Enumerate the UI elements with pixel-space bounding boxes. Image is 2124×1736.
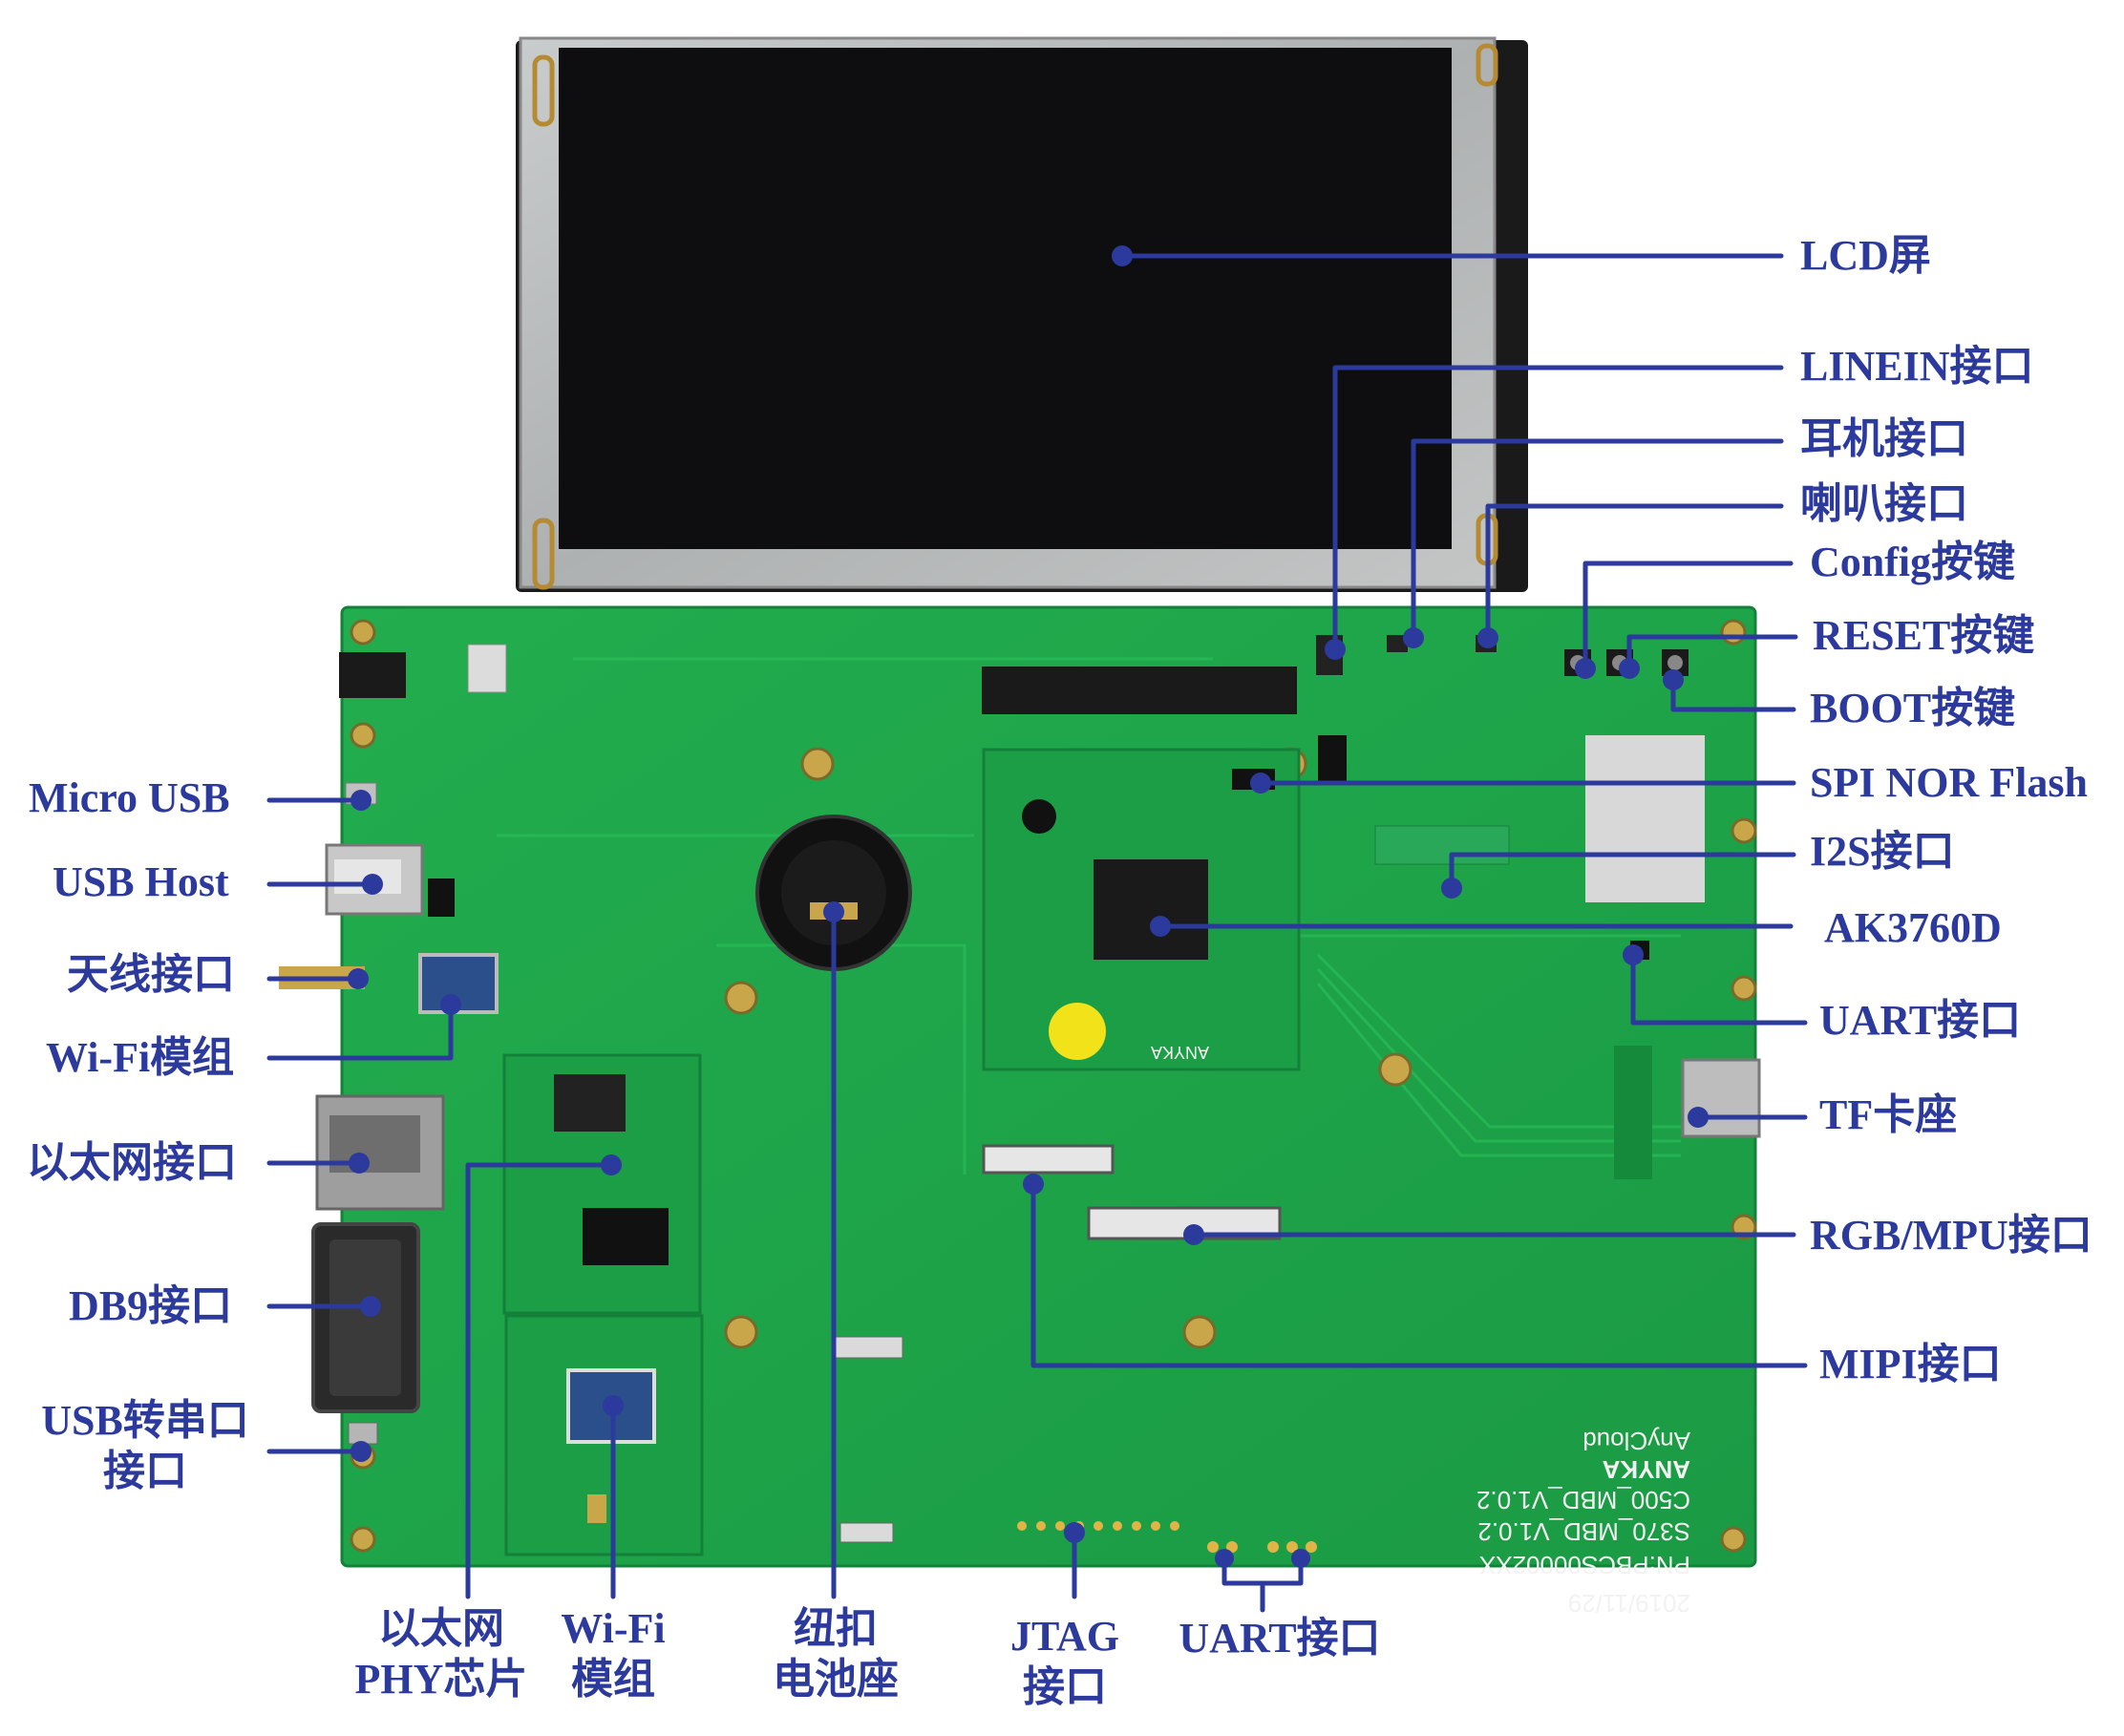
leader-line-uart-right <box>1630 952 1808 1026</box>
label-jtag-line2: 接口 <box>1023 1662 1107 1710</box>
label-i2s: I2S接口 <box>1810 828 1955 875</box>
leader-dot-eth-phy <box>601 1154 622 1175</box>
label-micro-usb: Micro USB <box>29 774 230 821</box>
pcb-silk-product2: C500_MBD_V1.0.2 <box>1476 1486 1690 1514</box>
pcb-silk-brand: ANYKA <box>1602 1455 1690 1484</box>
label-usb-serial: USB转串口 接口 <box>41 1396 249 1497</box>
label-boot: BOOT按键 <box>1810 685 2016 731</box>
pcb-silk-product1: S370_MBD_V1.0.2 <box>1477 1517 1690 1546</box>
leader-dot-uart-bottom-1 <box>1215 1549 1234 1568</box>
pcb-silk-pn: PN:PBCS00002XX <box>1479 1551 1690 1579</box>
label-battery-line2: 电池座 <box>773 1655 899 1703</box>
pcb-board: 2019/11/29 PN:PBCS00002XX S370_MBD_V1.0.… <box>279 605 1761 1618</box>
label-wifi-bottom-line2: 模组 <box>571 1655 655 1703</box>
leader-line-eth-phy <box>465 1162 614 1599</box>
label-speaker: 喇叭接口 <box>1800 480 1968 527</box>
label-usb-host: USB Host <box>53 858 229 905</box>
label-usb-serial-line2: 接口 <box>103 1447 187 1494</box>
label-eth-phy: 以太网 PHY芯片 <box>355 1604 528 1705</box>
leader-dot-soc <box>1150 916 1171 937</box>
label-uart-right: UART接口 <box>1819 997 2022 1044</box>
leader-dot-uart-right <box>1623 944 1644 965</box>
leader-dot-usb-serial <box>350 1441 372 1462</box>
leader-dot-config <box>1575 658 1596 679</box>
leader-dot-reset <box>1619 658 1640 679</box>
leader-dot-wifi-bottom <box>603 1395 624 1416</box>
label-linein: LINEIN接口 <box>1800 343 2034 390</box>
lcd-screen <box>516 36 1528 592</box>
leader-dot-micro-usb <box>350 790 372 811</box>
leader-dot-ethernet <box>349 1153 370 1174</box>
label-mipi: MIPI接口 <box>1819 1341 2002 1387</box>
label-wifi-bottom: Wi-Fi 模组 <box>561 1604 665 1705</box>
label-rgb-mpu: RGB/MPU接口 <box>1810 1212 2092 1259</box>
leader-dot-i2s <box>1441 878 1462 899</box>
leader-dot-battery <box>823 901 844 922</box>
leader-line-i2s <box>1449 852 1796 891</box>
leader-line-headphone <box>1411 438 1784 641</box>
leader-dot-mipi <box>1023 1174 1044 1195</box>
leader-dot-boot <box>1663 669 1684 690</box>
leader-line-wifi-left <box>266 1002 454 1061</box>
label-battery: 纽扣 电池座 <box>773 1604 899 1705</box>
leader-dot-db9 <box>360 1296 381 1317</box>
leader-dot-antenna <box>348 968 369 989</box>
pcb-silk-brand2: AnyCloud <box>1582 1427 1690 1455</box>
leader-line-mipi <box>1030 1181 1808 1368</box>
leader-dot-rgb-mpu <box>1183 1224 1204 1245</box>
label-wifi-left: Wi-Fi模组 <box>46 1034 235 1081</box>
leader-dot-usb-host <box>362 874 383 895</box>
leader-line-config <box>1582 561 1794 671</box>
label-uart-bottom: UART接口 <box>1179 1615 1381 1662</box>
label-db9: DB9接口 <box>69 1282 233 1329</box>
label-eth-phy-line2: PHY芯片 <box>354 1655 528 1703</box>
label-reset: RESET按键 <box>1813 612 2035 659</box>
pcb-silk-date: 2019/11/29 <box>1568 1589 1690 1618</box>
label-battery-line1: 纽扣 <box>794 1605 878 1652</box>
leader-dot-uart-bottom-2 <box>1291 1549 1310 1568</box>
label-config: Config按键 <box>1810 539 2016 585</box>
label-headphone: 耳机接口 <box>1800 415 1968 462</box>
label-jtag-line1: JTAG <box>1009 1613 1120 1660</box>
label-wifi-bottom-line1: Wi-Fi <box>561 1605 666 1652</box>
label-antenna: 天线接口 <box>67 951 235 998</box>
leader-dot-speaker <box>1477 627 1498 648</box>
leader-line-speaker <box>1485 503 1784 641</box>
leader-line-linein <box>1332 365 1784 652</box>
core-silk-brand: ANYKA <box>1151 1043 1209 1062</box>
label-soc: AK3760D <box>1824 904 2002 951</box>
leader-dot-headphone <box>1403 627 1424 648</box>
leader-dot-lcd <box>1112 245 1133 266</box>
leader-dot-wifi-left <box>440 994 461 1015</box>
leader-dot-tf <box>1688 1107 1709 1128</box>
label-jtag: JTAG 接口 <box>1010 1612 1119 1713</box>
leader-dot-jtag <box>1064 1522 1085 1543</box>
label-tf: TF卡座 <box>1819 1091 1958 1138</box>
leader-dot-spi-nor <box>1250 773 1271 794</box>
label-spi-nor: SPI NOR Flash <box>1810 759 2088 806</box>
label-eth-phy-line1: 以太网 <box>377 1605 504 1652</box>
label-ethernet: 以太网接口 <box>27 1139 237 1186</box>
leader-dot-linein <box>1325 639 1346 660</box>
label-lcd: LCD屏 <box>1800 232 1931 279</box>
label-usb-serial-line1: USB转串口 <box>41 1397 249 1444</box>
